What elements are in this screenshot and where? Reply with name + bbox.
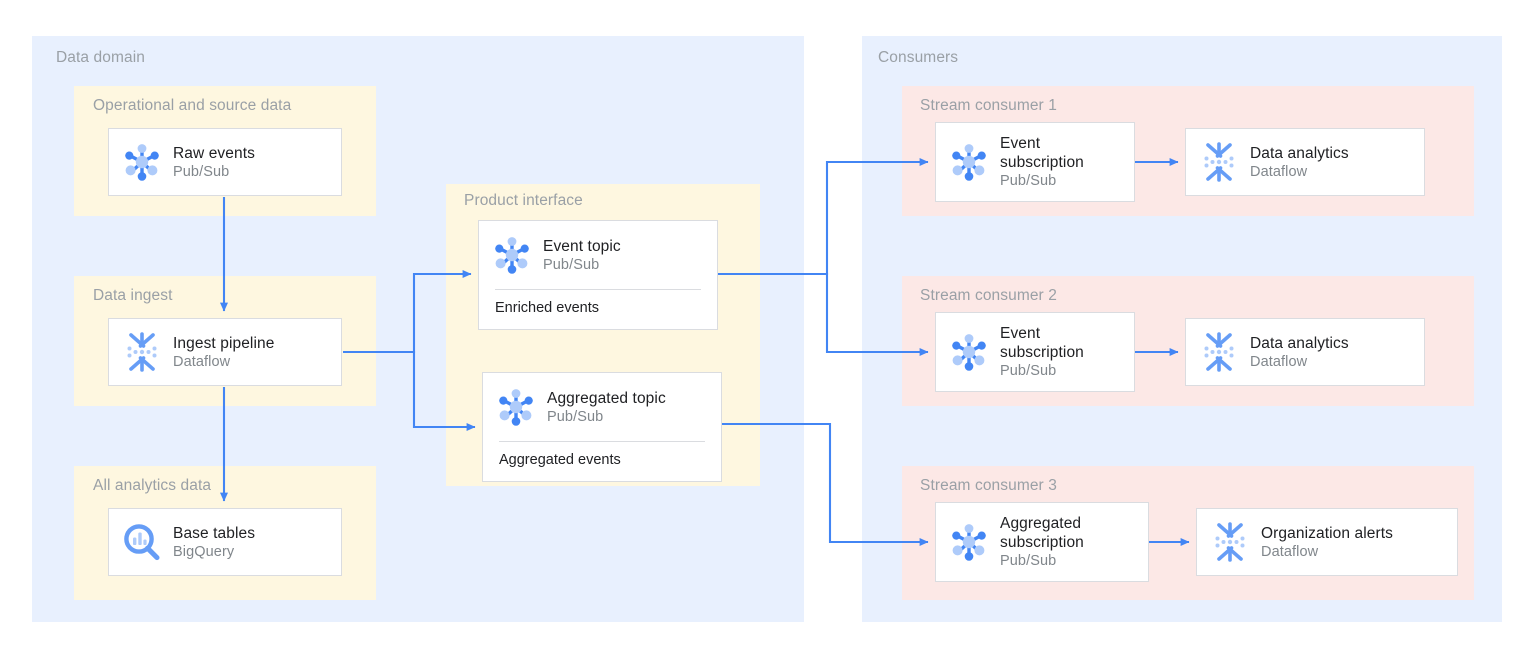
card-title: Event subscription	[1000, 135, 1084, 171]
card-aggregated-topic[interactable]: Aggregated topic Pub/Sub Aggregated even…	[482, 372, 722, 482]
card-footer: Enriched events	[495, 300, 599, 316]
card-title: Data analytics	[1250, 334, 1349, 352]
card-service: Pub/Sub	[1000, 363, 1057, 379]
card-title: Aggregated subscription	[1000, 515, 1084, 551]
group-label-data-ingest: Data ingest	[93, 287, 173, 304]
dataflow-icon	[1196, 329, 1242, 375]
card-footer: Aggregated events	[499, 452, 621, 468]
card-title: Base tables	[173, 524, 256, 542]
card-event-topic[interactable]: Event topic Pub/Sub Enriched events	[478, 220, 718, 330]
group-label-stream-consumer-3: Stream consumer 3	[920, 477, 1057, 494]
card-base-tables[interactable]: Base tables BigQuery	[108, 508, 342, 576]
card-title: Event subscription	[1000, 325, 1084, 361]
dataflow-icon	[1196, 139, 1242, 185]
card-organization-alerts[interactable]: Organization alerts Dataflow	[1196, 508, 1458, 576]
dataflow-icon	[1207, 519, 1253, 565]
pubsub-icon	[946, 329, 992, 375]
card-service: Pub/Sub	[543, 256, 600, 273]
card-service: BigQuery	[173, 543, 235, 560]
pubsub-icon	[946, 519, 992, 565]
pubsub-icon	[489, 232, 535, 278]
card-event-subscription-1[interactable]: Event subscription Pub/Sub	[935, 122, 1135, 202]
card-service: Pub/Sub	[1000, 173, 1057, 189]
card-service: Pub/Sub	[1000, 553, 1057, 569]
card-title: Organization alerts	[1261, 524, 1393, 542]
group-label-stream-consumer-2: Stream consumer 2	[920, 287, 1057, 304]
card-divider	[499, 441, 705, 442]
card-aggregated-subscription[interactable]: Aggregated subscription Pub/Sub	[935, 502, 1149, 582]
group-label-operational-and-source-data: Operational and source data	[93, 97, 292, 114]
pubsub-icon	[946, 139, 992, 185]
pubsub-icon	[493, 384, 539, 430]
region-label-consumers: Consumers	[878, 49, 959, 66]
region-label-data-domain: Data domain	[56, 49, 145, 66]
group-label-product-interface: Product interface	[464, 192, 583, 209]
card-title: Raw events	[173, 144, 255, 162]
card-divider	[495, 289, 701, 290]
group-label-all-analytics-data: All analytics data	[93, 477, 212, 494]
card-service: Pub/Sub	[173, 163, 230, 180]
card-data-analytics-2[interactable]: Data analytics Dataflow	[1185, 318, 1425, 386]
pubsub-icon	[119, 139, 165, 185]
card-event-subscription-2[interactable]: Event subscription Pub/Sub	[935, 312, 1135, 392]
bigquery-icon	[119, 519, 165, 565]
card-title: Event topic	[543, 237, 621, 255]
card-service: Dataflow	[1261, 543, 1319, 560]
dataflow-icon	[119, 329, 165, 375]
card-service: Dataflow	[173, 353, 231, 370]
card-title: Aggregated topic	[547, 389, 666, 407]
card-ingest-pipeline[interactable]: Ingest pipeline Dataflow	[108, 318, 342, 386]
card-service: Pub/Sub	[547, 408, 604, 425]
card-service: Dataflow	[1250, 353, 1308, 370]
card-raw-events[interactable]: Raw events Pub/Sub	[108, 128, 342, 196]
group-label-stream-consumer-1: Stream consumer 1	[920, 97, 1057, 114]
card-service: Dataflow	[1250, 163, 1308, 180]
card-title: Ingest pipeline	[173, 334, 275, 352]
card-data-analytics-1[interactable]: Data analytics Dataflow	[1185, 128, 1425, 196]
card-title: Data analytics	[1250, 144, 1349, 162]
